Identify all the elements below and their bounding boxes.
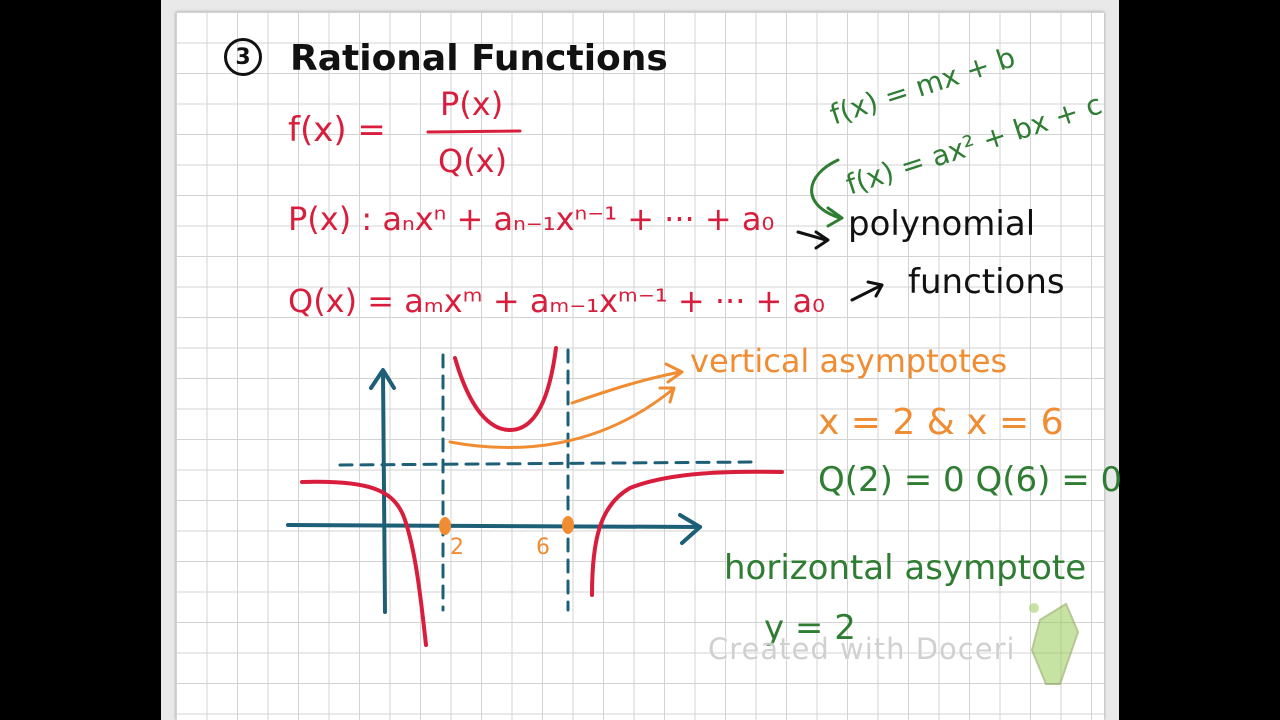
orange-arrow-bottom-head <box>658 386 676 404</box>
q-zeros: Q(2) = 0 Q(6) = 0 <box>818 460 1123 500</box>
page-title: Rational Functions <box>290 38 668 79</box>
f-definition-lhs: f(x) = <box>288 110 386 150</box>
q-polynomial: Q(x) = aₘxᵐ + aₘ₋₁xᵐ⁻¹ + ··· + a₀ <box>288 282 825 320</box>
whiteboard-frame <box>161 0 1119 720</box>
vertical-asymptotes-label: vertical asymptotes <box>690 342 1008 380</box>
black-arrow-p <box>796 230 828 242</box>
doceri-hand-icon <box>1029 602 1080 685</box>
horizontal-asymptote-value: y = 2 <box>764 608 856 648</box>
green-curved-arrow <box>810 158 842 220</box>
x-axis <box>286 523 702 529</box>
orange-arrow-bottom <box>448 388 674 450</box>
p-polynomial: P(x) : aₙxⁿ + aₙ₋₁xⁿ⁻¹ + ··· + a₀ <box>288 200 775 238</box>
horizontal-asymptote-line <box>338 460 758 467</box>
polynomial-label-line1: polynomial <box>848 204 1036 244</box>
fraction-numerator: P(x) <box>440 85 504 123</box>
point-x6 <box>562 516 574 534</box>
section-number: 3 <box>235 44 251 70</box>
orange-arrow-top <box>570 370 682 405</box>
black-arrow-q-head <box>866 280 884 298</box>
black-arrow-p-head <box>814 230 830 250</box>
tick-label-6: 6 <box>536 535 550 560</box>
green-curved-arrow-head <box>826 206 844 228</box>
horizontal-asymptote-label: horizontal asymptote <box>724 548 1087 588</box>
tick-label-2: 2 <box>450 535 464 560</box>
x-axis-arrowhead <box>678 513 702 545</box>
watermark-text: Created with Doceri <box>708 632 1016 666</box>
orange-arrow-top-head <box>664 362 684 384</box>
left-branch-curve <box>300 479 428 647</box>
grid-paper <box>176 12 1104 720</box>
black-arrow-q <box>850 284 882 302</box>
polynomial-label-line2: functions <box>908 262 1065 302</box>
middle-branch-curve <box>453 346 558 432</box>
point-x2 <box>439 517 451 535</box>
right-branch-curve <box>590 469 784 597</box>
fraction-denominator: Q(x) <box>438 142 508 180</box>
fraction-bar <box>426 129 522 134</box>
y-axis-arrowhead <box>369 368 396 390</box>
section-number-badge: 3 <box>224 38 262 76</box>
vertical-asymptote-values: x = 2 & x = 6 <box>818 402 1064 443</box>
